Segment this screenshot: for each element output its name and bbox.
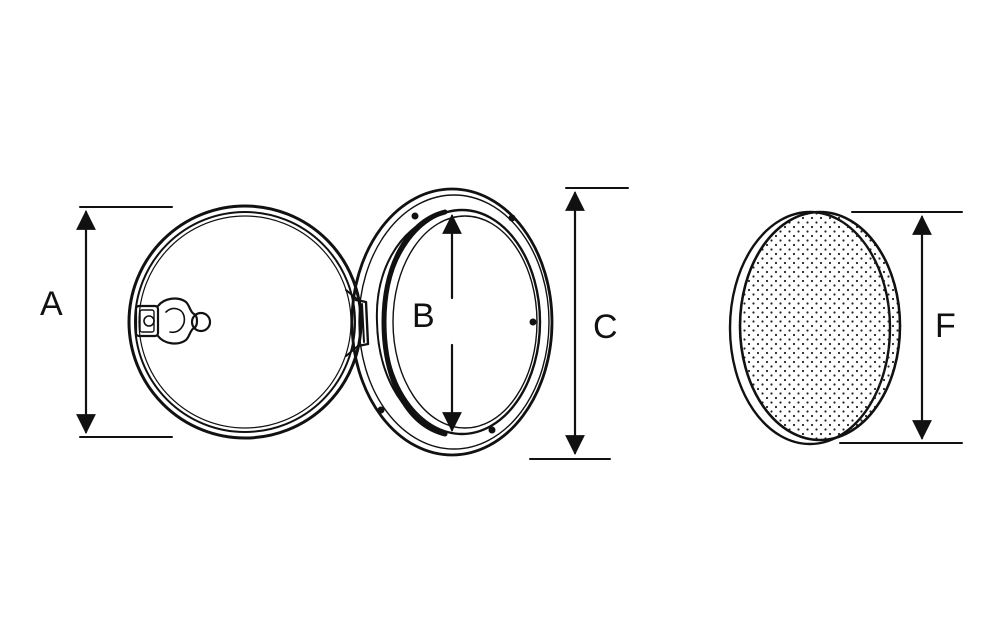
dimension-a-label: A: [40, 285, 63, 323]
hinge: [345, 289, 370, 357]
hatch-frame-ring: [350, 187, 554, 457]
screw-4: [488, 426, 496, 434]
dimension-c-label: C: [593, 308, 618, 346]
dimension-a: [76, 206, 173, 438]
dimension-b-label: B: [412, 297, 435, 335]
screw-5: [377, 406, 385, 414]
dimension-f: [839, 211, 963, 444]
frame-screws: [377, 212, 537, 434]
screw-1: [411, 212, 419, 220]
hatch-lid: [127, 204, 363, 440]
screw-3: [529, 318, 537, 326]
dimension-c: [529, 187, 629, 460]
cover-plate: [728, 210, 902, 446]
screw-2: [508, 214, 516, 222]
latch-handle: [134, 297, 212, 345]
dimension-f-label: F: [935, 307, 956, 345]
